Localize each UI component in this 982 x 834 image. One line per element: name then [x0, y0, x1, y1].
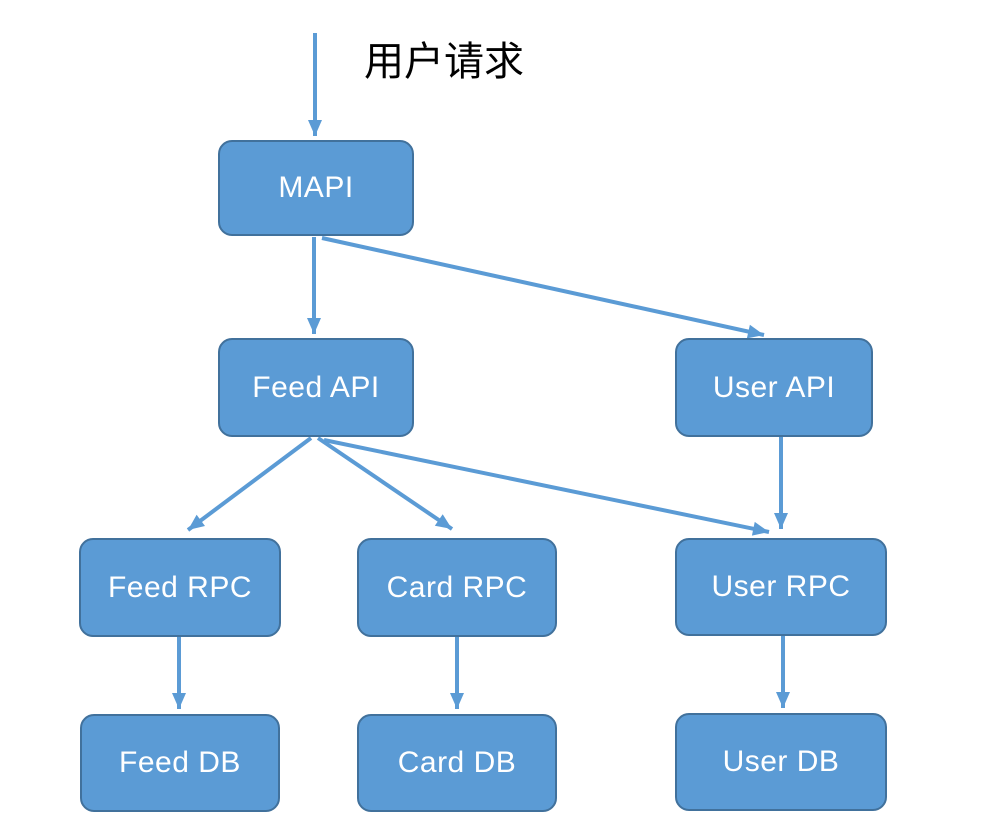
node-user-api: User API [675, 338, 873, 437]
user-request-label: 用户请求 [364, 40, 524, 84]
node-feed-api: Feed API [218, 338, 414, 437]
node-feed-db-label: Feed DB [119, 746, 241, 779]
edge-feed-api-to-feed-rpc [186, 436, 313, 532]
node-user-db: User DB [675, 713, 887, 811]
edge-feed-api-to-card-rpc [316, 436, 454, 531]
node-card-db-label: Card DB [397, 746, 517, 779]
node-feed-api-label: Feed API [252, 370, 380, 404]
edge-mapi-to-user-api [321, 236, 765, 339]
node-user-db-label: User DB [722, 745, 840, 778]
node-user-rpc: User RPC [675, 538, 887, 636]
edge-feed-api-to-user-rpc [323, 438, 770, 536]
node-feed-rpc: Feed RPC [79, 538, 281, 637]
node-user-api-label: User API [712, 370, 836, 404]
node-card-rpc: Card RPC [357, 538, 557, 637]
node-mapi: MAPI [218, 140, 414, 236]
node-feed-rpc-label: Feed RPC [107, 570, 253, 604]
node-card-rpc-label: Card RPC [386, 570, 528, 604]
node-user-rpc-label: User RPC [711, 570, 851, 603]
node-card-db: Card DB [357, 714, 557, 812]
node-feed-db: Feed DB [80, 714, 280, 812]
node-mapi-label: MAPI [278, 171, 354, 204]
